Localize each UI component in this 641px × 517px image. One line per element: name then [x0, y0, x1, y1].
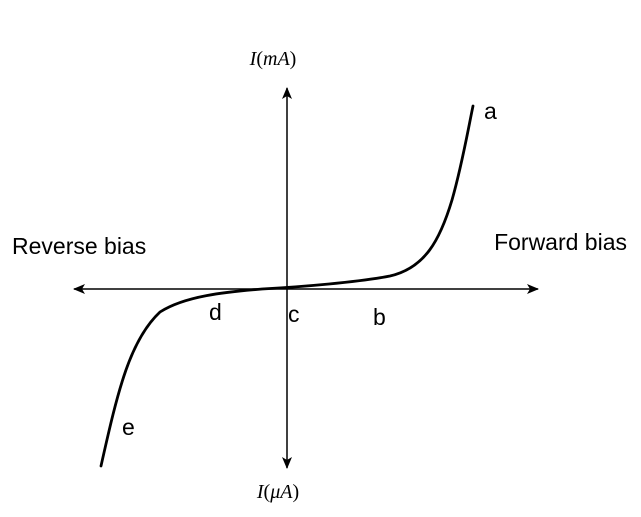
iv-curve	[99, 104, 475, 468]
point-label-e: e	[122, 414, 135, 440]
point-label-c: c	[288, 301, 300, 327]
forward-bias-label: Forward bias	[494, 229, 627, 255]
y-axis-bottom-label: I(μA)	[256, 481, 299, 503]
point-label-b: b	[373, 304, 386, 330]
point-label-d: d	[209, 299, 222, 325]
point-label-a: a	[484, 98, 497, 124]
y-axis-top-label: I(mA)	[249, 48, 297, 70]
reverse-bias-label: Reverse bias	[12, 233, 146, 259]
